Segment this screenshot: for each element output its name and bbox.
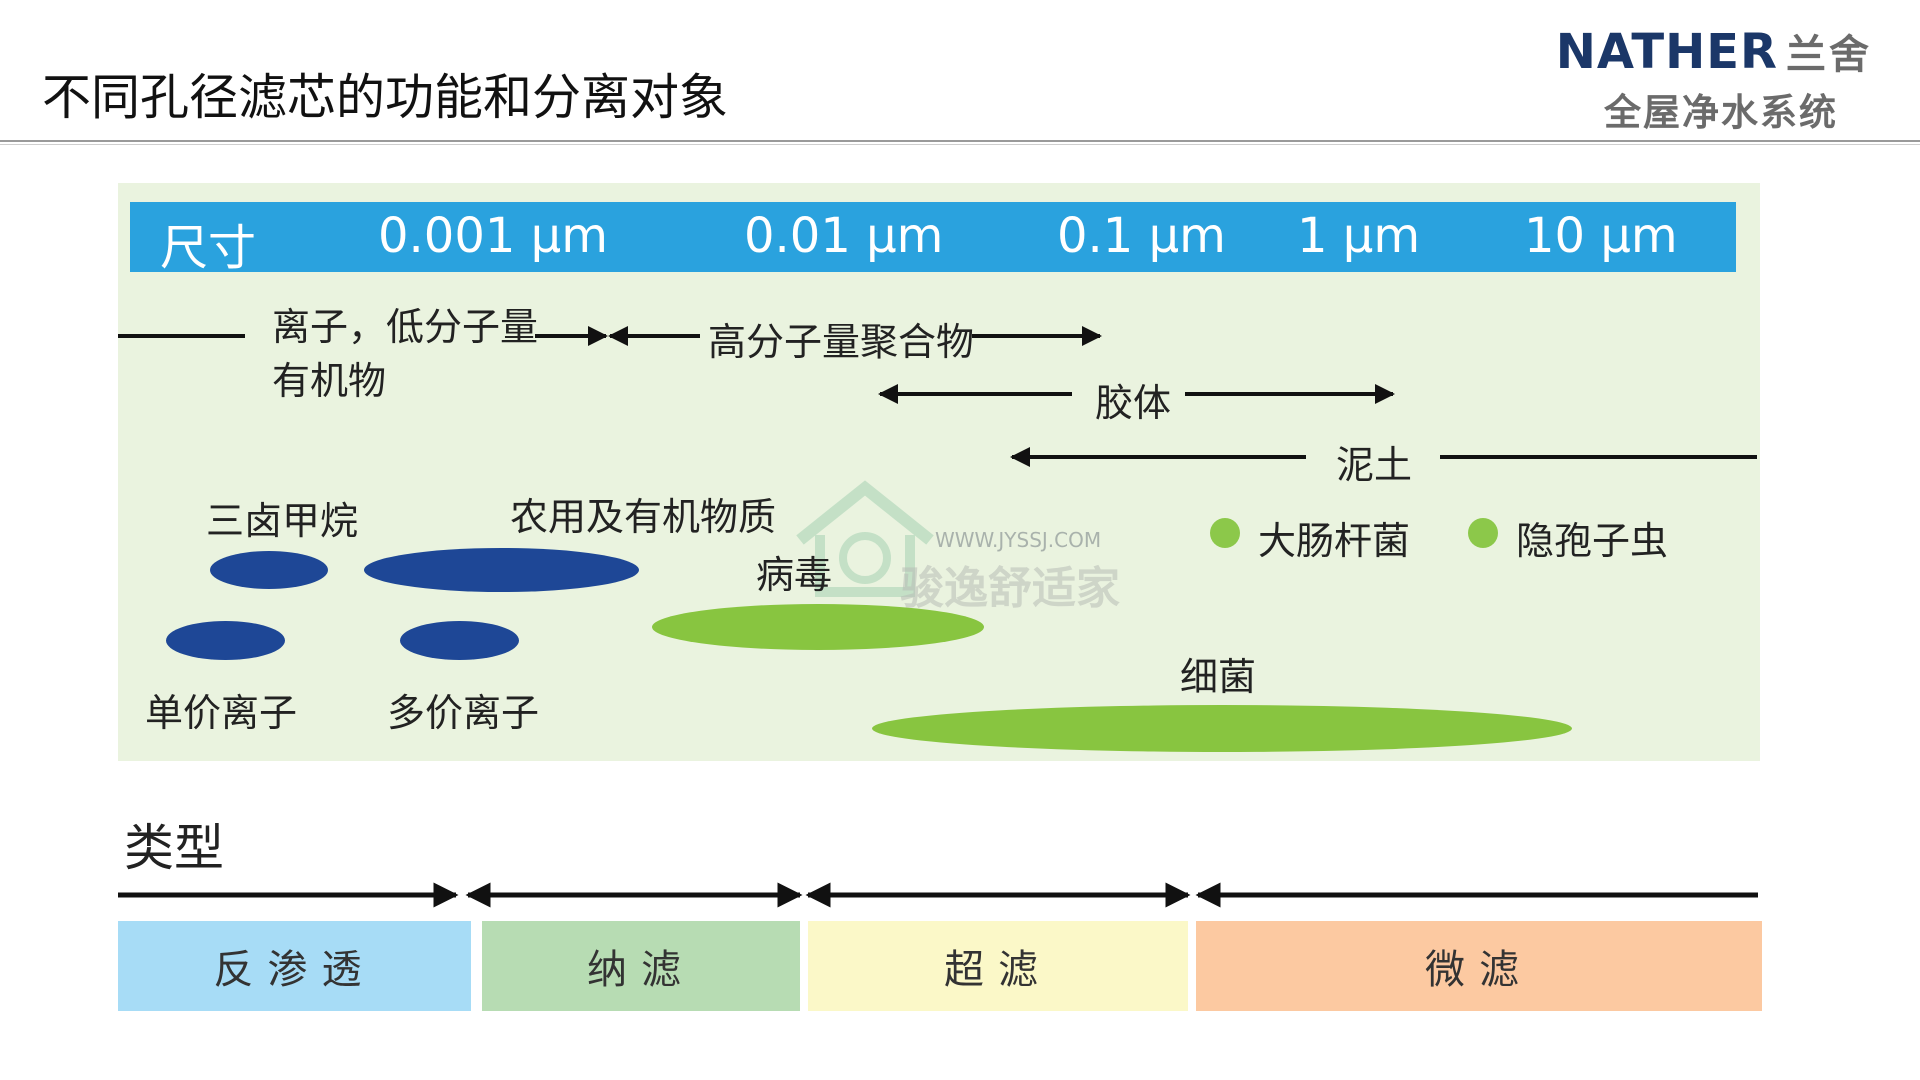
thm-label: 三卤甲烷	[206, 499, 359, 543]
mono-ions-ellipse	[166, 621, 285, 660]
type-label: 类型	[124, 819, 224, 877]
ions-label-line2: 有机物	[272, 359, 387, 403]
thm-ellipse	[210, 551, 328, 589]
multi-ions-label: 多价离子	[387, 691, 540, 735]
size-scale-bar	[130, 202, 1736, 272]
type-ultrafiltration: 超滤	[808, 921, 1188, 1011]
virus-ellipse	[652, 604, 984, 650]
brand-subtitle: 全屋净水系统	[1604, 91, 1838, 134]
page-title: 不同孔径滤芯的功能和分离对象	[42, 69, 729, 126]
ecoli-label: 大肠杆菌	[1258, 519, 1411, 563]
type-reverse-osmosis: 反渗透	[118, 921, 471, 1011]
scale-tick-10: 10 μm	[1524, 208, 1678, 264]
scale-label: 尺寸	[160, 220, 257, 276]
polymers-label: 高分子量聚合物	[708, 320, 975, 364]
scale-tick-0001: 0.001 μm	[378, 208, 608, 264]
header-divider-shadow	[0, 144, 1920, 145]
ecoli-dot-icon	[1210, 518, 1240, 548]
type-nanofiltration: 纳滤	[482, 921, 800, 1011]
watermark-url: WWW.JYSSJ.COM	[935, 528, 1102, 552]
crypto-dot-icon	[1468, 518, 1498, 548]
pesticides-label: 农用及有机物质	[510, 495, 777, 539]
multi-ions-ellipse	[400, 621, 519, 660]
brand-name: NATHER	[1555, 24, 1778, 80]
scale-tick-01: 0.1 μm	[1057, 208, 1226, 264]
crypto-label: 隐孢子虫	[1516, 519, 1669, 563]
scale-tick-001: 0.01 μm	[744, 208, 944, 264]
bacteria-label: 细菌	[1180, 655, 1257, 699]
mud-label: 泥土	[1336, 443, 1413, 487]
watermark-name: 骏逸舒适家	[900, 563, 1120, 614]
house-watermark-icon	[796, 480, 934, 597]
bacteria-ellipse	[872, 705, 1572, 752]
pesticides-ellipse	[364, 548, 639, 592]
mono-ions-label: 单价离子	[145, 691, 298, 735]
ions-label-line1: 离子，低分子量	[272, 305, 539, 349]
virus-label: 病毒	[756, 553, 833, 597]
brand-name-cn: 兰舍	[1786, 32, 1872, 78]
scale-tick-1: 1 μm	[1297, 208, 1421, 264]
header-divider	[0, 140, 1920, 142]
colloid-label: 胶体	[1095, 381, 1172, 425]
diagram-panel	[118, 183, 1760, 761]
type-microfiltration: 微滤	[1196, 921, 1762, 1011]
